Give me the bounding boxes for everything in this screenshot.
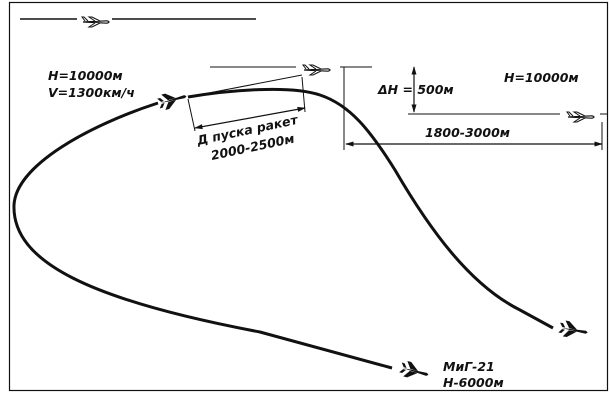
- target-aircraft-icon-right: [566, 111, 595, 123]
- altitude-diff-label: ΔH = 500м: [377, 82, 454, 97]
- launch-range-arrow: [194, 106, 306, 130]
- start-altitude-label: H=10000м: [48, 68, 123, 83]
- start-speed-label: V=1300км/ч: [48, 85, 135, 100]
- target-altitude-label: H=10000м: [504, 70, 579, 85]
- pursuit-trajectory: [187, 87, 554, 330]
- mig21-icon: [398, 359, 431, 383]
- mig21-type-label: МиГ-21: [443, 359, 495, 374]
- target-aircraft-icon: [81, 16, 110, 28]
- pursuit-distance-label: 1800-3000м: [425, 125, 510, 140]
- mig21-altitude-label: H-6000м: [443, 375, 504, 390]
- frame-border: [8, 1, 609, 392]
- launch-sight-line: [187, 74, 303, 98]
- target-aircraft-icon-middle: [302, 64, 331, 76]
- fighter-icon-start: [156, 88, 189, 112]
- fighter-icon-attack: [557, 319, 590, 341]
- attack-trajectory: [12, 101, 393, 370]
